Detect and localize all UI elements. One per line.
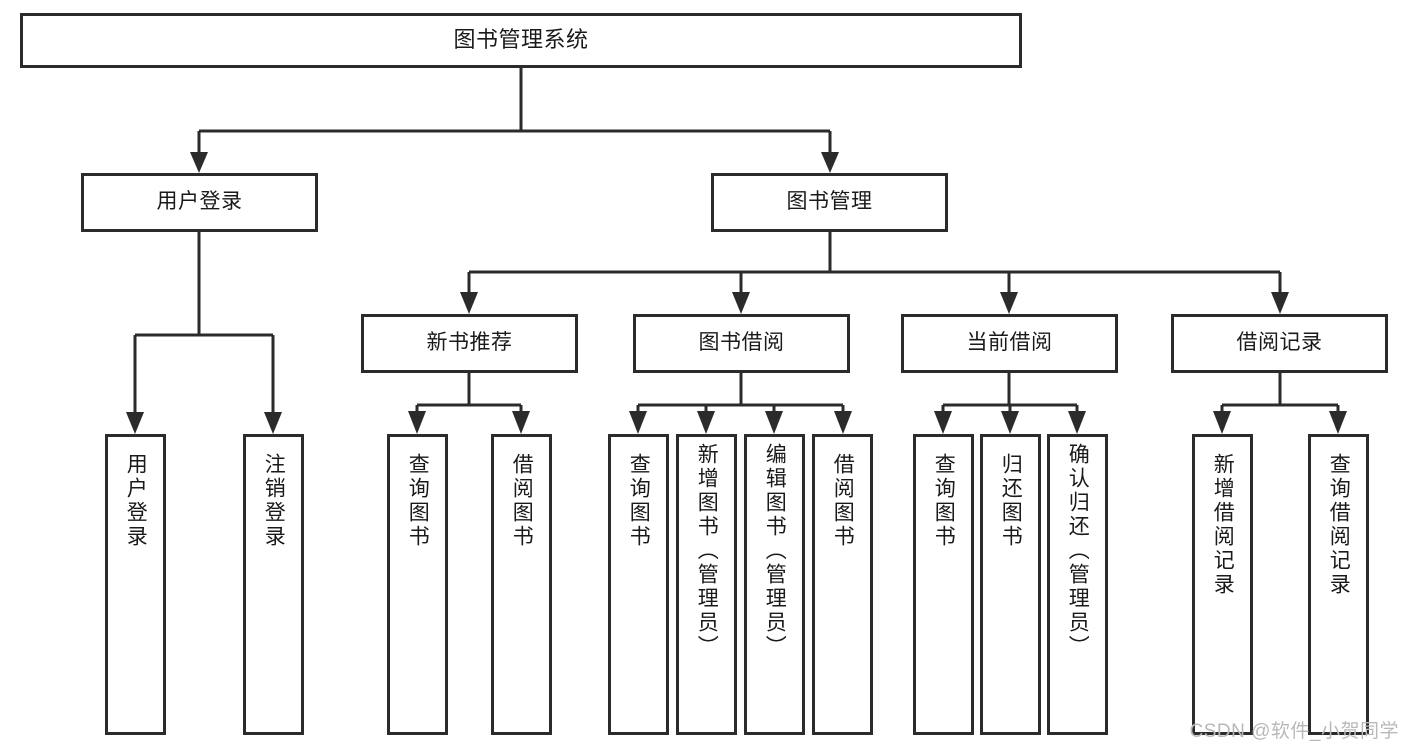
node-leaf-query-book-3[interactable]: 查询图书: [913, 434, 974, 735]
arrowhead-leaf-borrow-book-2: [834, 411, 852, 434]
arrowhead-leaf-query-record: [1329, 411, 1347, 434]
node-leaf-confirm-return[interactable]: 确认归还（管理员）: [1047, 434, 1108, 735]
node-leaf-user-login-label: 用户登录: [124, 453, 148, 549]
arrowhead-leaf-add-record: [1213, 411, 1231, 434]
arrowhead-leaf-edit-book: [765, 411, 783, 434]
node-leaf-return-book[interactable]: 归还图书: [980, 434, 1041, 735]
node-leaf-edit-book[interactable]: 编辑图书（管理员）: [744, 434, 805, 735]
node-leaf-add-record[interactable]: 新增借阅记录: [1192, 434, 1253, 735]
node-leaf-query-book-2[interactable]: 查询图书: [608, 434, 669, 735]
node-leaf-query-record[interactable]: 查询借阅记录: [1308, 434, 1369, 735]
arrowhead-book-borrow: [732, 292, 750, 314]
node-leaf-borrow-book-1-label: 借阅图书: [510, 453, 534, 549]
arrowhead-leaf-query-book-2: [629, 411, 647, 434]
arrowhead-leaf-query-book-1: [408, 411, 426, 434]
node-leaf-borrow-book-2-label: 借阅图书: [831, 453, 855, 549]
arrowhead-leaf-query-book-3: [934, 411, 952, 434]
node-user-login-label: 用户登录: [156, 190, 243, 214]
node-leaf-query-book-1[interactable]: 查询图书: [387, 434, 448, 735]
arrowhead-user-login: [190, 152, 208, 173]
node-root-label: 图书管理系统: [453, 27, 589, 53]
node-leaf-confirm-return-label: 确认归还（管理员）: [1066, 443, 1090, 659]
node-leaf-query-book-2-label: 查询图书: [627, 453, 651, 549]
node-leaf-query-book-1-label: 查询图书: [406, 453, 430, 549]
node-book-borrow[interactable]: 图书借阅: [633, 314, 850, 373]
arrowhead-leaf-borrow-book-1: [512, 411, 530, 434]
node-leaf-user-login[interactable]: 用户登录: [105, 434, 166, 735]
node-current-borrow-label: 当前借阅: [966, 331, 1053, 355]
node-leaf-borrow-book-1[interactable]: 借阅图书: [491, 434, 552, 735]
node-leaf-add-book-label: 新增图书（管理员）: [695, 443, 719, 659]
arrowhead-leaf-add-book: [697, 411, 715, 434]
node-current-borrow[interactable]: 当前借阅: [901, 314, 1118, 373]
arrowhead-leaf-confirm-return: [1068, 411, 1086, 434]
node-book-manage-label: 图书管理: [786, 190, 873, 214]
arrowhead-new-book-rec: [460, 292, 478, 314]
node-leaf-logout-label: 注销登录: [262, 453, 286, 549]
arrowhead-leaf-logout: [264, 412, 282, 434]
node-new-book-rec-label: 新书推荐: [426, 331, 513, 355]
node-leaf-query-record-label: 查询借阅记录: [1327, 453, 1351, 597]
node-leaf-return-book-label: 归还图书: [999, 453, 1023, 549]
node-leaf-edit-book-label: 编辑图书（管理员）: [763, 443, 787, 659]
node-borrow-record-label: 借阅记录: [1236, 331, 1323, 355]
node-leaf-borrow-book-2[interactable]: 借阅图书: [812, 434, 873, 735]
node-new-book-rec[interactable]: 新书推荐: [361, 314, 578, 373]
node-leaf-query-book-3-label: 查询图书: [932, 453, 956, 549]
arrowhead-current-borrow: [1000, 292, 1018, 314]
node-book-borrow-label: 图书借阅: [698, 331, 785, 355]
node-leaf-add-book[interactable]: 新增图书（管理员）: [676, 434, 737, 735]
arrowhead-leaf-return-book: [1001, 411, 1019, 434]
node-borrow-record[interactable]: 借阅记录: [1171, 314, 1388, 373]
arrowhead-book-manage: [821, 152, 839, 173]
node-book-manage[interactable]: 图书管理: [711, 173, 948, 232]
arrowhead-borrow-record: [1271, 292, 1289, 314]
node-root[interactable]: 图书管理系统: [20, 13, 1022, 68]
node-leaf-logout[interactable]: 注销登录: [243, 434, 304, 735]
node-user-login[interactable]: 用户登录: [81, 173, 318, 232]
arrowhead-leaf-user-login: [126, 412, 144, 434]
csdn-watermark: CSDN @软件_小贺同学: [1189, 721, 1399, 742]
node-leaf-add-record-label: 新增借阅记录: [1211, 453, 1235, 597]
